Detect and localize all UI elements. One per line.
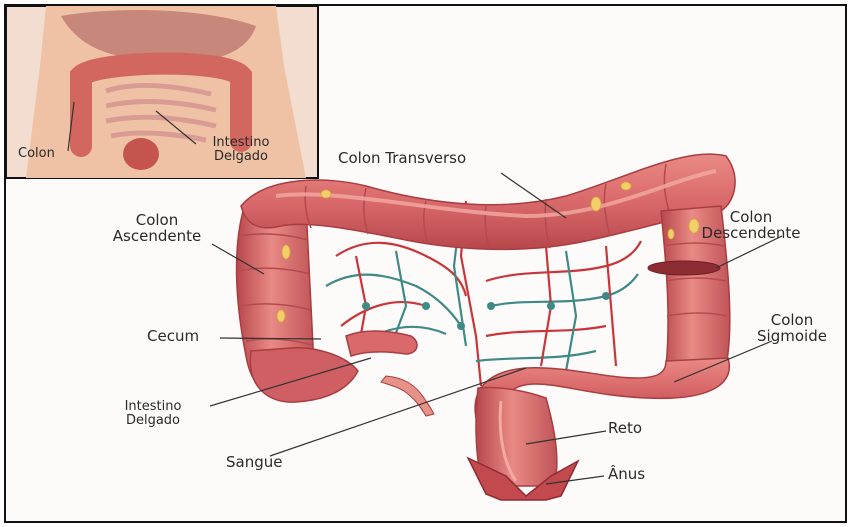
- label-descending-colon-line2: Descendente: [666, 225, 836, 241]
- diagram-frame: Colon Intestino Delgado Colon Transverso…: [4, 4, 847, 523]
- label-anus: Ânus: [608, 466, 645, 482]
- inset-label-small-intestine-line2: Delgado: [186, 150, 296, 164]
- inset-rectum: [123, 138, 159, 170]
- terminal-ileum: [346, 331, 417, 356]
- label-sigmoid-colon-line2: Sigmoide: [742, 328, 842, 344]
- label-sigmoid-colon: Colon Sigmoide: [742, 312, 842, 344]
- appendix: [381, 376, 434, 416]
- label-descending-colon-line1: Colon: [666, 209, 836, 225]
- label-rectum: Reto: [608, 420, 642, 436]
- label-small-intestine: Intestino Delgado: [88, 400, 218, 428]
- large-intestine: [237, 154, 736, 500]
- inset-label-small-intestine-line1: Intestino: [186, 136, 296, 150]
- inset-label-colon: Colon: [18, 147, 55, 161]
- label-transverse-colon: Colon Transverso: [338, 150, 466, 166]
- label-ascending-colon-line2: Ascendente: [82, 228, 232, 244]
- label-small-intestine-line1: Intestino: [88, 400, 218, 414]
- diagram-artwork: [6, 6, 847, 523]
- label-small-intestine-line2: Delgado: [88, 414, 218, 428]
- inset-label-small-intestine: Intestino Delgado: [186, 136, 296, 164]
- label-ascending-colon: Colon Ascendente: [82, 212, 232, 244]
- label-cecum: Cecum: [147, 328, 199, 344]
- label-blood: Sangue: [226, 454, 282, 470]
- label-sigmoid-colon-line1: Colon: [742, 312, 842, 328]
- cecum: [250, 348, 358, 402]
- label-descending-colon: Colon Descendente: [666, 209, 836, 241]
- label-ascending-colon-line1: Colon: [82, 212, 232, 228]
